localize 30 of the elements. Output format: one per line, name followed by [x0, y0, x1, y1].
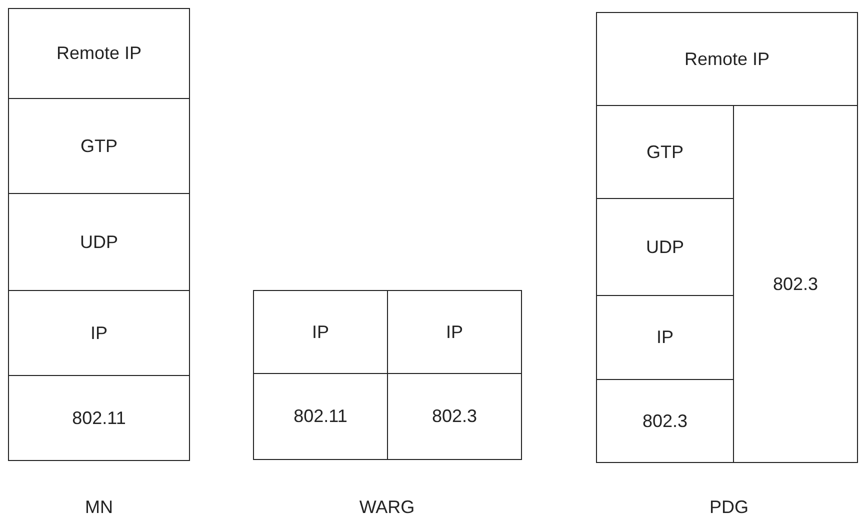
protocol-layer-box [8, 193, 190, 291]
stack-label: MN [85, 497, 113, 518]
protocol-layer-box [387, 373, 522, 460]
layer-name: IP [446, 322, 463, 342]
layer-name: UDP [646, 236, 684, 258]
stack-label: PDG [710, 497, 748, 518]
protocol-layer-box [8, 8, 190, 99]
layer-name: 802.3 [642, 410, 688, 432]
layer-name: IP [312, 322, 329, 342]
stack-label: WARG [359, 497, 415, 518]
layer-name: IP [656, 327, 674, 348]
protocol-layer-box [596, 12, 858, 106]
layer-name: Remote IP [56, 43, 142, 64]
protocol-layer-box [596, 379, 734, 463]
protocol-layer-box [253, 373, 388, 460]
layer-name: Remote IP [684, 48, 770, 70]
protocol-layer-box [733, 105, 858, 463]
protocol-layer-box [387, 290, 522, 374]
layer-name: 802.3 [772, 274, 818, 294]
protocol-layer-box [8, 98, 190, 194]
layer-name: GTP [646, 142, 684, 162]
layer-name: 802.11 [294, 406, 348, 427]
protocol-layer-box [8, 290, 190, 376]
layer-name: GTP [80, 136, 118, 156]
layer-name: IP [90, 322, 108, 344]
layer-name: UDP [80, 232, 118, 252]
layer-name: 802.11 [72, 408, 126, 428]
layer-name: 802.3 [432, 406, 478, 427]
protocol-layer-box [8, 375, 190, 461]
protocol-layer-box [253, 290, 388, 374]
